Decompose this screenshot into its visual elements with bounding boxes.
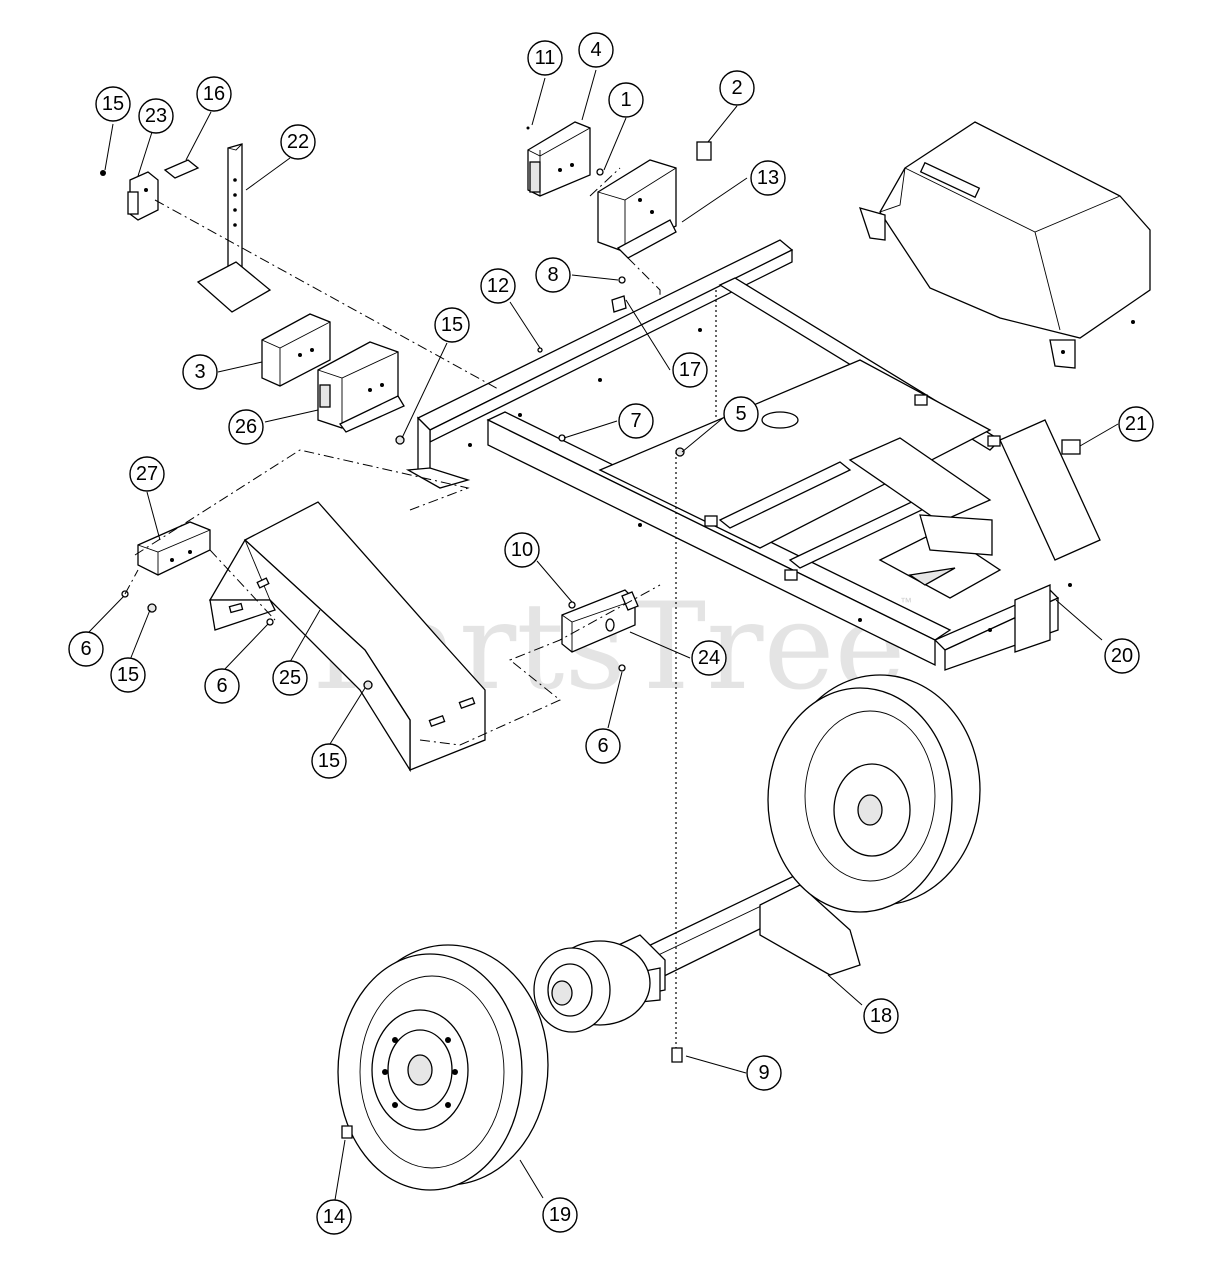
callout-19[interactable]: 19	[542, 1197, 578, 1233]
callout-15[interactable]: 15	[110, 657, 146, 693]
callout-label: 11	[535, 47, 556, 69]
tail-light-lens	[527, 121, 591, 197]
callout-14[interactable]: 14	[316, 1199, 352, 1235]
callout-label: 6	[597, 735, 608, 757]
callout-26[interactable]: 26	[228, 409, 264, 445]
callout-17[interactable]: 17	[672, 352, 708, 388]
callout-label: 13	[757, 167, 779, 189]
callout-label: 15	[441, 314, 463, 336]
callout-5[interactable]: 5	[723, 396, 759, 432]
callout-label: 8	[547, 264, 558, 286]
assembly-lines	[124, 167, 717, 1048]
callout-label: 2	[731, 77, 742, 99]
callout-2[interactable]: 2	[719, 70, 755, 106]
callout-label: 1	[620, 89, 631, 111]
jack-pin-clip	[163, 159, 200, 179]
callouts: 11 4 1 2 13 8 15 23 16 22 12 15 3 17 26 …	[68, 32, 1154, 1235]
callout-label: 19	[549, 1204, 571, 1226]
hitch-cover	[858, 121, 1151, 369]
callout-label: 20	[1111, 645, 1133, 667]
tire-front	[337, 944, 549, 1191]
callout-label: 27	[136, 463, 158, 485]
callout-16[interactable]: 16	[196, 76, 232, 112]
callout-label: 10	[511, 539, 533, 561]
decal-small	[696, 141, 712, 161]
callout-20[interactable]: 20	[1104, 638, 1140, 674]
callout-24[interactable]: 24	[691, 640, 727, 676]
callout-label: 22	[287, 131, 309, 153]
tail-light-housing	[597, 159, 677, 259]
callout-22[interactable]: 22	[280, 124, 316, 160]
callout-3[interactable]: 3	[182, 354, 218, 390]
callout-label: 5	[735, 403, 746, 425]
side-light-housing	[317, 341, 405, 433]
callout-15[interactable]: 15	[95, 86, 131, 122]
callout-label: 12	[487, 275, 509, 297]
callout-label: 6	[80, 638, 91, 660]
callout-label: 9	[758, 1062, 769, 1084]
leader-lines	[87, 69, 1119, 1201]
callout-label: 23	[145, 105, 167, 127]
callout-15[interactable]: 15	[434, 307, 470, 343]
callout-6[interactable]: 6	[204, 668, 240, 704]
callout-label: 18	[870, 1005, 892, 1027]
callout-9[interactable]: 9	[746, 1055, 782, 1091]
callout-label: 15	[318, 750, 340, 772]
callout-label: 6	[216, 675, 227, 697]
callout-label: 14	[323, 1206, 345, 1228]
callout-25[interactable]: 25	[272, 660, 308, 696]
callout-13[interactable]: 13	[750, 160, 786, 196]
callout-label: 26	[235, 416, 257, 438]
callout-label: 15	[102, 93, 124, 115]
callout-8[interactable]: 8	[535, 257, 571, 293]
callout-18[interactable]: 18	[863, 998, 899, 1034]
callout-23[interactable]: 23	[138, 98, 174, 134]
callout-label: 15	[117, 664, 139, 686]
callout-7[interactable]: 7	[618, 403, 654, 439]
callout-label: 21	[1125, 413, 1147, 435]
callout-label: 7	[630, 410, 641, 432]
callout-label: 4	[590, 39, 601, 61]
callout-10[interactable]: 10	[504, 532, 540, 568]
side-light-lens	[261, 313, 331, 387]
mount-plate	[561, 589, 639, 653]
callout-1[interactable]: 1	[608, 82, 644, 118]
frame-decal	[1061, 439, 1081, 455]
callout-27[interactable]: 27	[129, 456, 165, 492]
callout-6[interactable]: 6	[585, 728, 621, 764]
callout-label: 24	[698, 647, 720, 669]
callout-label: 3	[194, 361, 205, 383]
callout-12[interactable]: 12	[480, 268, 516, 304]
callout-15[interactable]: 15	[311, 743, 347, 779]
watermark-trademark: ™	[900, 595, 912, 609]
callout-6[interactable]: 6	[68, 631, 104, 667]
callout-label: 25	[279, 667, 301, 689]
fender	[208, 501, 486, 773]
jack-stand	[196, 143, 272, 313]
wheel-hub	[533, 940, 651, 1033]
callout-11[interactable]: 11	[527, 40, 563, 76]
callout-label: 16	[203, 83, 225, 105]
callout-21[interactable]: 21	[1118, 406, 1154, 442]
jack-bracket	[127, 171, 159, 221]
main-frame	[405, 239, 1101, 671]
callout-4[interactable]: 4	[578, 32, 614, 68]
tire-rear	[767, 674, 981, 913]
callout-label: 17	[679, 359, 701, 381]
